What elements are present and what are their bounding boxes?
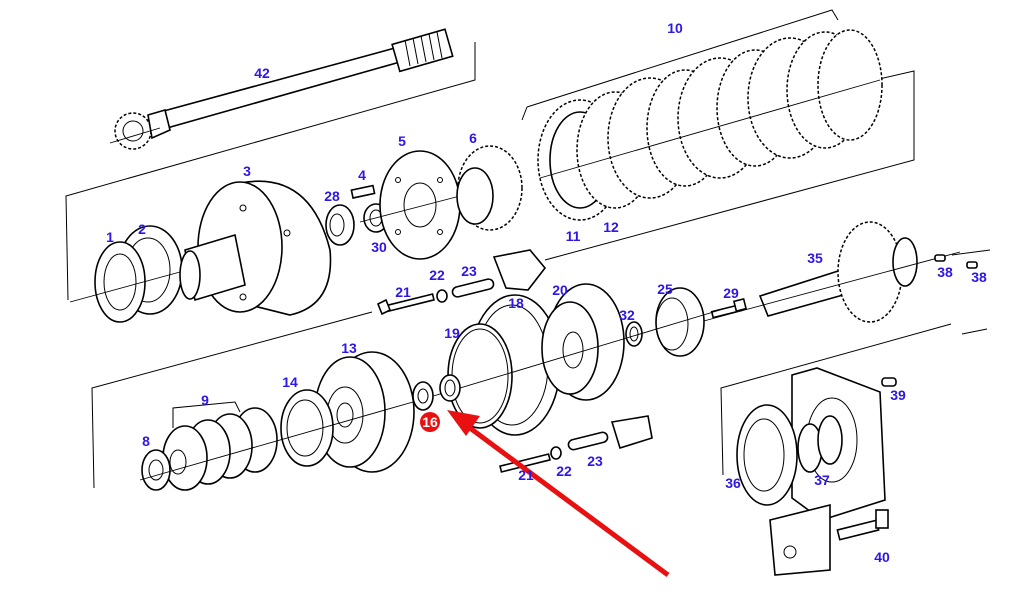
label-42[interactable]: 42 (254, 65, 270, 81)
label-12[interactable]: 12 (603, 219, 619, 235)
part-35-gear-shaft (699, 221, 961, 323)
highlight-badge (420, 412, 440, 432)
assembly-frames (65, 9, 988, 489)
label-22-lower[interactable]: 22 (556, 463, 572, 479)
part-40-sensor (836, 509, 889, 541)
label-8[interactable]: 8 (142, 433, 150, 449)
part-9-springs (162, 401, 278, 491)
part-6-hub (456, 145, 523, 231)
label-16: 16 (422, 414, 438, 430)
label-14[interactable]: 14 (282, 374, 298, 390)
label-29[interactable]: 29 (723, 285, 739, 301)
part-32-seal (625, 321, 643, 347)
part-1-2-bearing (69, 225, 183, 323)
label-21-lower[interactable]: 21 (518, 467, 534, 483)
label-30[interactable]: 30 (371, 239, 387, 255)
label-36[interactable]: 36 (725, 475, 741, 491)
label-23-lower[interactable]: 23 (587, 453, 603, 469)
label-22-upper[interactable]: 22 (429, 267, 445, 283)
part-28-bearing (325, 204, 355, 246)
part-29-pin (710, 297, 748, 319)
label-20[interactable]: 20 (552, 282, 568, 298)
label-37[interactable]: 37 (814, 472, 830, 488)
frame-line-clutch-top (526, 9, 839, 108)
part-39-plug (881, 377, 897, 387)
part-5-flange (359, 150, 461, 260)
label-40[interactable]: 40 (874, 549, 890, 565)
part-36-bearing (736, 404, 798, 506)
arrow-head (447, 410, 480, 436)
label-11[interactable]: 11 (566, 228, 581, 244)
part-14-ring (280, 389, 334, 467)
label-4[interactable]: 4 (358, 167, 366, 183)
label-35[interactable]: 35 (807, 250, 823, 266)
arrow-shaft (468, 425, 670, 578)
label-21-upper[interactable]: 21 (395, 284, 411, 300)
part-38-plugs (934, 249, 991, 269)
label-6[interactable]: 6 (469, 130, 477, 146)
part-3-drum (179, 180, 332, 316)
part-20-piston (541, 283, 625, 401)
part-21-22-23-upper (376, 249, 547, 316)
part-21-22-23-lower (499, 415, 653, 473)
label-9[interactable]: 9 (201, 392, 209, 408)
axis-lower (139, 399, 421, 481)
label-39[interactable]: 39 (890, 387, 906, 403)
frame-line-housing (720, 323, 952, 476)
frame-line-clutch-left (521, 106, 528, 121)
label-25[interactable]: 25 (657, 281, 673, 297)
label-2[interactable]: 2 (138, 221, 146, 237)
frame-line-clutch-right (544, 70, 915, 261)
part-9-bracket (172, 401, 241, 428)
part-37-rings (797, 415, 843, 473)
frame-line-top (65, 42, 476, 301)
label-3[interactable]: 3 (243, 163, 251, 179)
label-38-b[interactable]: 38 (971, 269, 987, 285)
part-16-badge[interactable]: 16 (420, 412, 440, 432)
label-13[interactable]: 13 (341, 340, 357, 356)
part-4-bolt (350, 184, 376, 199)
frame-line-stub (961, 328, 988, 335)
part-labels: 42 10 3 4 5 6 28 30 1 2 11 12 35 38 38 2… (106, 20, 987, 565)
label-10[interactable]: 10 (667, 20, 683, 36)
label-28[interactable]: 28 (324, 188, 340, 204)
part-42-shaft (109, 28, 454, 150)
part-washer-near-16 (439, 374, 461, 402)
label-19[interactable]: 19 (444, 325, 460, 341)
pointer-arrow (447, 410, 670, 578)
frame-line-lower (91, 311, 373, 489)
lower-block (769, 503, 831, 576)
label-1[interactable]: 1 (106, 229, 114, 245)
axis-middle (419, 309, 721, 401)
part-13-piston (314, 351, 415, 473)
part-16-seal (412, 381, 434, 411)
label-38-a[interactable]: 38 (937, 264, 953, 280)
part-8-washer (141, 449, 171, 491)
label-5[interactable]: 5 (398, 133, 406, 149)
label-32[interactable]: 32 (619, 307, 635, 323)
part-10-clutch-pack (537, 29, 883, 221)
label-23-upper[interactable]: 23 (461, 263, 477, 279)
label-18[interactable]: 18 (508, 295, 524, 311)
